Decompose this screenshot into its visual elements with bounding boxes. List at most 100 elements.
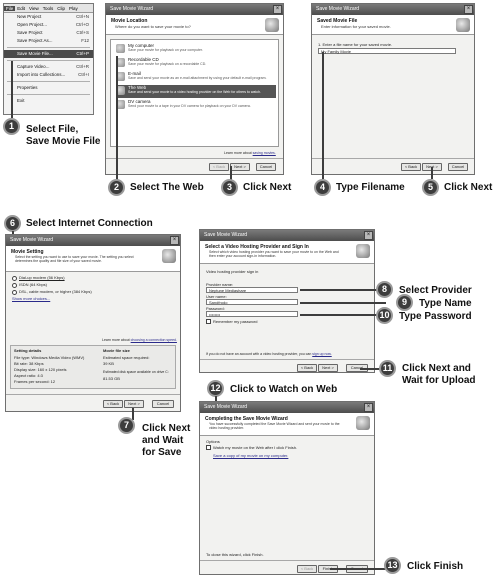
step-5-badge: 5 xyxy=(422,179,439,196)
next-button[interactable]: Next > xyxy=(318,364,338,372)
window-title-text: Save Movie Wizard xyxy=(316,6,360,12)
step-6-label: Select Internet Connection xyxy=(26,218,153,229)
option-desc: Save your movie for playback on a record… xyxy=(128,62,207,66)
close-icon[interactable]: × xyxy=(273,5,282,14)
divider xyxy=(200,359,374,360)
wizard-heading: Movie Setting xyxy=(11,249,44,255)
dialup-radio[interactable] xyxy=(12,276,17,281)
menu-play[interactable]: Play xyxy=(69,6,78,11)
menu-separator xyxy=(7,60,90,61)
options-label: Options xyxy=(206,439,220,444)
menu-clip[interactable]: Clip xyxy=(57,6,65,11)
callout-line xyxy=(300,302,386,304)
divider xyxy=(200,560,374,561)
divider xyxy=(6,394,180,395)
menu-file[interactable]: File xyxy=(4,6,16,11)
space-required-label: Estimated space required: xyxy=(103,355,150,360)
menu-item-exit[interactable]: Exit xyxy=(4,97,93,105)
show-more-link[interactable]: Show more choices... xyxy=(12,296,51,301)
step-9-label: Type Name xyxy=(419,298,472,309)
learn-more-text: Learn more about saving movies. xyxy=(224,151,276,155)
menu-item-save-project-as[interactable]: Save Project As...F12 xyxy=(4,37,93,45)
menu-edit[interactable]: Edit xyxy=(17,6,26,11)
film-reel-icon xyxy=(162,249,176,263)
provider-select[interactable]: Neptune Mediashare xyxy=(206,287,298,293)
isdn-radio[interactable] xyxy=(12,283,17,288)
completing-wizard: Save Movie Wizard× Completing the Save M… xyxy=(199,401,375,575)
menu-tools[interactable]: Tools xyxy=(42,6,54,11)
signup-prefix: If you do not have an account with a vid… xyxy=(206,352,312,356)
menu-item-shortcut: Ctrl+N xyxy=(76,14,89,19)
remember-checkbox[interactable] xyxy=(206,319,211,324)
wizard-subheading: Enter information for your saved movie. xyxy=(321,24,391,29)
wizard-header: Movie Location Where do you want to save… xyxy=(106,15,283,35)
dialup-label: Dial-up modem (56 Kbps) xyxy=(19,275,65,280)
learn-more-prefix: Learn more about xyxy=(224,151,252,155)
menu-item-label: Properties xyxy=(17,85,38,90)
menu-item-label: New Project xyxy=(17,14,42,19)
setting-line: Aspect ratio: 4:3 xyxy=(14,373,43,378)
divider xyxy=(106,158,283,159)
username-field[interactable]: Sandfrodo xyxy=(206,299,298,305)
option-desc: Save and send your movie as an e-mail at… xyxy=(128,76,267,80)
back-button[interactable]: < Back xyxy=(401,163,421,171)
wizard-heading: Movie Location xyxy=(111,18,148,24)
film-reel-icon xyxy=(356,416,370,430)
callout-line xyxy=(300,289,386,291)
back-button[interactable]: < Back xyxy=(103,400,123,408)
learn-more-link[interactable]: saving movies. xyxy=(252,151,276,155)
signup-link[interactable]: sign up now. xyxy=(312,352,332,356)
step-10-badge: 10 xyxy=(376,307,393,324)
close-instruction: To close this wizard, click Finish. xyxy=(206,552,264,557)
menu-item-label: Import into Collections... xyxy=(17,72,66,77)
menu-view[interactable]: View xyxy=(29,6,39,11)
password-label: Password: xyxy=(206,306,225,311)
signup-text: If you do not have an account with a vid… xyxy=(206,352,332,356)
dsl-radio[interactable] xyxy=(12,290,17,295)
step-13-badge: 13 xyxy=(384,557,401,574)
close-icon[interactable]: × xyxy=(364,403,373,412)
menu-item-shortcut: Ctrl+P xyxy=(76,51,89,56)
cancel-button[interactable]: Cancel xyxy=(152,400,174,408)
learn-more-link[interactable]: choosing a connection speed. xyxy=(130,338,177,342)
back-button[interactable]: < Back xyxy=(209,163,229,171)
save-copy-link[interactable]: Save a copy of my movie on my computer. xyxy=(213,453,289,458)
back-button[interactable]: < Back xyxy=(297,364,317,372)
wizard-subheading: Select the setting you want to use to sa… xyxy=(15,255,134,263)
globe-icon xyxy=(116,86,125,95)
window-title: Save Movie Wizard × xyxy=(312,4,474,15)
password-field[interactable]: •••••••• xyxy=(206,311,298,317)
menu-item-properties[interactable]: Properties xyxy=(4,84,93,92)
next-button[interactable]: Next > xyxy=(230,163,250,171)
step-11-label: Click Next and Wait for Upload xyxy=(402,363,476,386)
menu-item-shortcut: Ctrl+S xyxy=(76,30,89,35)
callout-line xyxy=(330,568,392,570)
cancel-button[interactable]: Cancel xyxy=(256,163,276,171)
callout-line xyxy=(300,314,386,316)
space-available-value: 81.53 GB xyxy=(103,376,120,381)
menu-item-import[interactable]: Import into Collections...Ctrl+I xyxy=(4,71,93,79)
wizard-heading: Select a Video Hosting Provider and Sign… xyxy=(205,244,309,250)
camera-icon xyxy=(116,100,125,109)
setting-line: File type: Windows Media Video (WMV) xyxy=(14,355,85,360)
close-icon[interactable]: × xyxy=(170,236,179,245)
filename-input[interactable]: My Family Movie xyxy=(318,48,456,54)
step-2-badge: 2 xyxy=(108,179,125,196)
menu-item-new-project[interactable]: New Project Ctrl+N xyxy=(4,13,93,21)
menu-separator xyxy=(7,94,90,95)
cancel-button[interactable]: Cancel xyxy=(448,163,468,171)
menu-item-capture-video[interactable]: Capture Video...Ctrl+R xyxy=(4,63,93,71)
watch-checkbox[interactable] xyxy=(206,445,211,450)
close-icon[interactable]: × xyxy=(364,231,373,240)
menu-item-open-project[interactable]: Open Project...Ctrl+O xyxy=(4,21,93,29)
menu-item-save-movie-file[interactable]: Save Movie File...Ctrl+P xyxy=(4,50,93,58)
close-icon[interactable]: × xyxy=(464,5,473,14)
back-button[interactable]: < Back xyxy=(297,565,317,573)
next-button[interactable]: Next > xyxy=(124,400,144,408)
